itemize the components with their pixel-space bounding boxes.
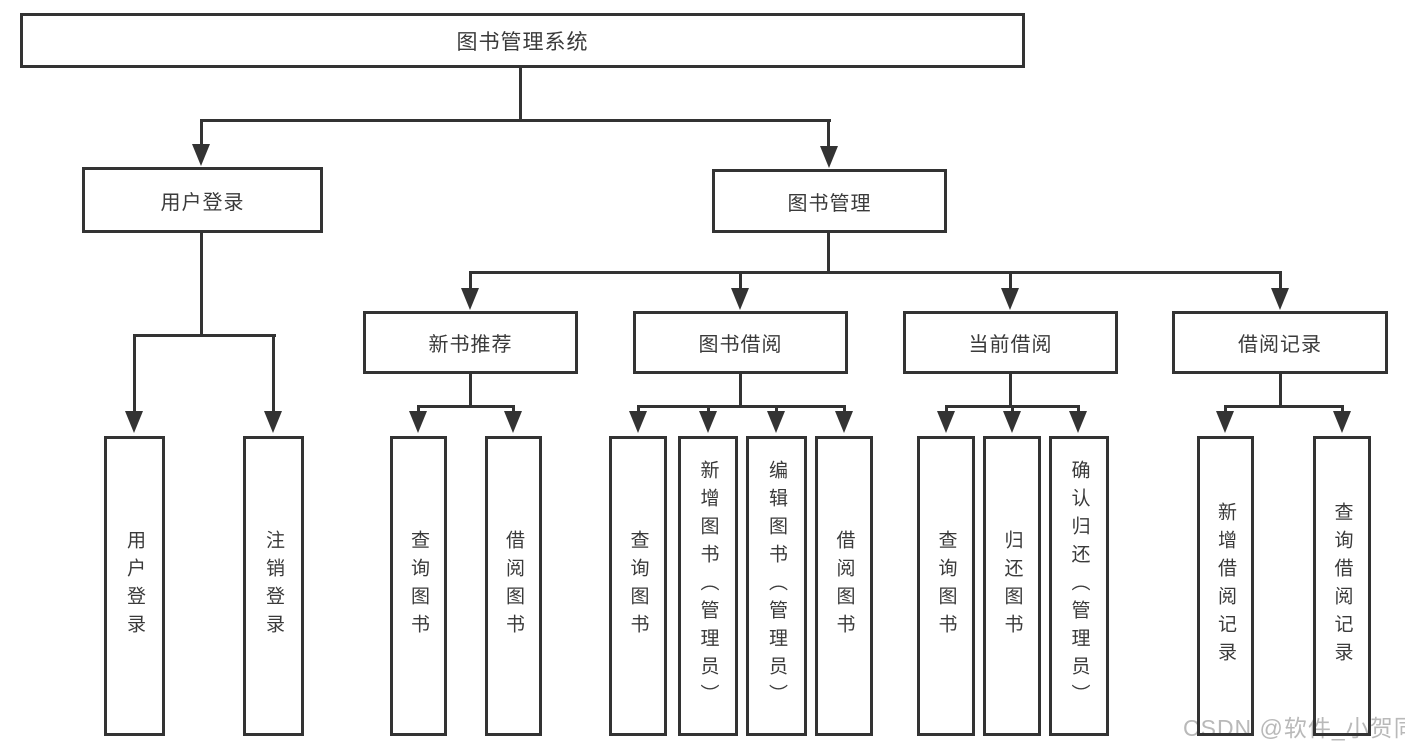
arrow-shaft-leaf-logout bbox=[272, 334, 275, 415]
connector-br-branch bbox=[1224, 405, 1342, 408]
connector-cb-drop bbox=[1009, 374, 1012, 408]
node-user-login: 用户登录 bbox=[82, 167, 323, 233]
leaf-query-borrow-record: 查询借阅记录 bbox=[1313, 436, 1371, 736]
arrow-shaft-leaf-add-books bbox=[707, 405, 710, 415]
arrow-shaft-leaf-borrow1 bbox=[512, 405, 515, 415]
arrow-shaft-leaf-add-record bbox=[1224, 405, 1227, 415]
connector-row2 bbox=[469, 271, 1282, 274]
arrowhead-leaf-borrow1 bbox=[504, 411, 522, 433]
leaf-label: 归还图书 bbox=[1001, 530, 1023, 642]
leaf-label: 确认归还（管理员） bbox=[1068, 460, 1090, 712]
leaf-borrow-books-2: 借阅图书 bbox=[815, 436, 873, 736]
arrow-shaft-leaf-query1 bbox=[417, 405, 420, 415]
arrow-shaft-leaf-edit-books bbox=[775, 405, 778, 415]
node-borrowing-records: 借阅记录 bbox=[1172, 311, 1388, 374]
arrowhead-leaf-query2 bbox=[629, 411, 647, 433]
arrowhead-leaf-add-record bbox=[1216, 411, 1234, 433]
arrowhead-leaf-user-login bbox=[125, 411, 143, 433]
leaf-label: 查询图书 bbox=[627, 530, 649, 642]
leaf-query-books-1: 查询图书 bbox=[390, 436, 447, 736]
arrowhead-cb bbox=[1001, 288, 1019, 310]
arrowhead-leaf-add-books bbox=[699, 411, 717, 433]
leaf-confirm-return-admin: 确认归还（管理员） bbox=[1049, 436, 1109, 736]
connector-bb-branch bbox=[637, 405, 845, 408]
arrowhead-book-mgmt bbox=[820, 146, 838, 168]
node-book-borrowing: 图书借阅 bbox=[633, 311, 848, 374]
arrowhead-leaf-return bbox=[1003, 411, 1021, 433]
connector-book-mgmt-drop bbox=[827, 233, 830, 274]
arrow-shaft-leaf-confirm-return bbox=[1077, 405, 1080, 415]
leaf-label: 新增借阅记录 bbox=[1215, 502, 1236, 670]
leaf-return-books: 归还图书 bbox=[983, 436, 1041, 736]
leaf-label: 新增图书（管理员） bbox=[697, 460, 719, 712]
arrow-shaft-leaf-user-login bbox=[133, 334, 136, 415]
arrowhead-leaf-confirm-return bbox=[1069, 411, 1087, 433]
arrowhead-leaf-borrow2 bbox=[835, 411, 853, 433]
arrowhead-leaf-query-record bbox=[1333, 411, 1351, 433]
arrow-shaft-br bbox=[1279, 271, 1282, 292]
leaf-add-borrow-record: 新增借阅记录 bbox=[1197, 436, 1254, 736]
connector-user-login-drop bbox=[200, 233, 203, 337]
arrowhead-leaf-query3 bbox=[937, 411, 955, 433]
node-book-management: 图书管理 bbox=[712, 169, 947, 233]
leaf-label: 借阅图书 bbox=[833, 530, 855, 642]
arrowhead-leaf-edit-books bbox=[767, 411, 785, 433]
arrowhead-user-login bbox=[192, 144, 210, 166]
leaf-query-books-2: 查询图书 bbox=[609, 436, 667, 736]
arrow-shaft-leaf-return bbox=[1011, 405, 1014, 415]
leaf-label: 查询借阅记录 bbox=[1331, 502, 1353, 670]
connector-nbr-branch bbox=[417, 405, 515, 408]
arrowhead-nbr bbox=[461, 288, 479, 310]
node-current-borrowing: 当前借阅 bbox=[903, 311, 1118, 374]
arrow-shaft-leaf-query2 bbox=[637, 405, 640, 415]
arrowhead-leaf-logout bbox=[264, 411, 282, 433]
leaf-edit-books-admin: 编辑图书（管理员） bbox=[746, 436, 807, 736]
leaf-label: 借阅图书 bbox=[503, 530, 524, 642]
leaf-add-books-admin: 新增图书（管理员） bbox=[678, 436, 738, 736]
arrow-shaft-leaf-query3 bbox=[945, 405, 948, 415]
leaf-label: 编辑图书（管理员） bbox=[766, 460, 787, 712]
arrow-shaft-leaf-borrow2 bbox=[843, 405, 846, 415]
csdn-watermark: CSDN @软件_小贺同学 bbox=[1183, 715, 1405, 741]
leaf-logout: 注销登录 bbox=[243, 436, 304, 736]
leaf-query-books-3: 查询图书 bbox=[917, 436, 975, 736]
leaf-label: 查询图书 bbox=[408, 530, 429, 642]
arrow-shaft-cb bbox=[1009, 271, 1012, 292]
connector-nbr-drop bbox=[469, 374, 472, 408]
node-root: 图书管理系统 bbox=[20, 13, 1025, 68]
connector-br-drop bbox=[1279, 374, 1282, 408]
node-new-book-recommend: 新书推荐 bbox=[363, 311, 578, 374]
arrowhead-br bbox=[1271, 288, 1289, 310]
arrow-shaft-book-mgmt bbox=[827, 119, 830, 150]
leaf-user-login: 用户登录 bbox=[104, 436, 165, 736]
leaf-label: 查询图书 bbox=[935, 530, 957, 642]
arrow-shaft-user-login bbox=[200, 119, 203, 148]
connector-root-drop bbox=[519, 68, 522, 122]
connector-user-branch bbox=[133, 334, 276, 337]
arrowhead-bb bbox=[731, 288, 749, 310]
connector-row1 bbox=[200, 119, 831, 122]
connector-bb-drop bbox=[739, 374, 742, 408]
arrow-shaft-bb bbox=[739, 271, 742, 292]
arrow-shaft-leaf-query-record bbox=[1341, 405, 1344, 415]
arrow-shaft-nbr bbox=[469, 271, 472, 292]
arrowhead-leaf-query1 bbox=[409, 411, 427, 433]
leaf-label: 注销登录 bbox=[263, 530, 284, 642]
leaf-borrow-books-1: 借阅图书 bbox=[485, 436, 542, 736]
leaf-label: 用户登录 bbox=[124, 530, 145, 642]
